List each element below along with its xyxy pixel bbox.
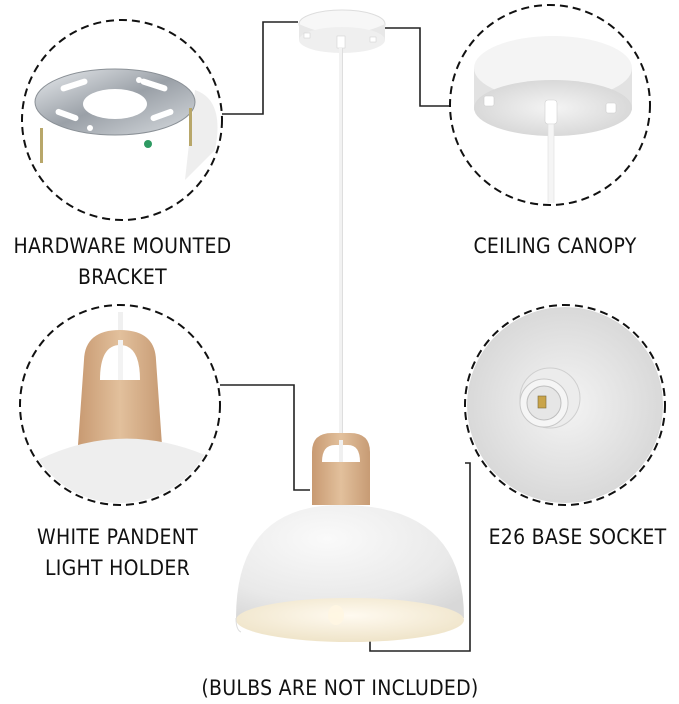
label-ceiling-canopy: CEILING CANOPY (473, 234, 637, 258)
footnote-bulbs: (BULBS ARE NOT INCLUDED) (201, 676, 479, 700)
label-base-socket: E26 BASE SOCKET (488, 525, 667, 549)
label-hardware-bracket: HARDWARE MOUNTED BRACKET (13, 234, 232, 289)
callout-circle-holder (19, 304, 221, 506)
canopy-main-icon (298, 9, 386, 53)
callout-circle-socket (464, 304, 666, 506)
callout-circle-bracket (21, 19, 223, 221)
callout-circle-canopy (449, 4, 651, 206)
hardware-bracket-image (24, 22, 220, 218)
light-holder-image (22, 307, 218, 503)
ceiling-canopy-image (452, 7, 648, 203)
label-light-holder: WHITE PANDENT LIGHT HOLDER (37, 525, 198, 580)
base-socket-image (467, 307, 663, 503)
leader-lines (220, 21, 471, 652)
pendant-lamp-icon (235, 433, 464, 642)
